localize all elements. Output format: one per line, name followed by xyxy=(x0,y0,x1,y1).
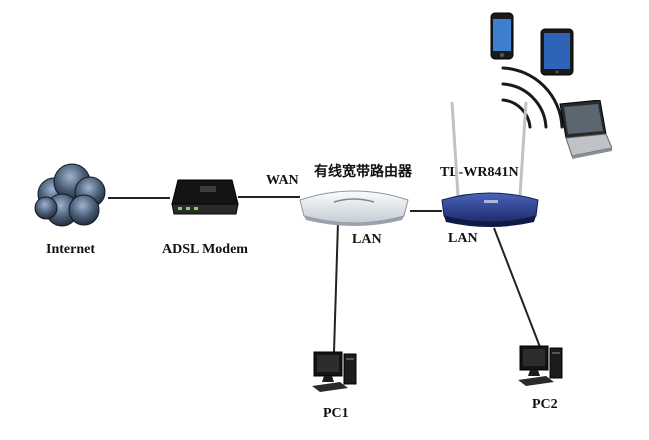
modem-icon xyxy=(171,179,239,215)
tablet xyxy=(540,28,574,76)
router-icon xyxy=(299,190,409,226)
wireless-router-icon xyxy=(441,101,539,227)
wireless-router-label: TL-WR841N xyxy=(440,165,519,180)
wifi-signal-icon xyxy=(501,66,564,129)
desktop-pc-icon xyxy=(518,345,563,386)
smartphone xyxy=(490,12,514,60)
desktop-pc-icon xyxy=(312,351,357,392)
pc2-label: PC2 xyxy=(532,397,558,412)
wan-port-label: WAN xyxy=(266,173,299,188)
laptop-icon xyxy=(559,100,612,159)
modem-label: ADSL Modem xyxy=(162,242,248,257)
laptop xyxy=(556,100,612,160)
pc1-computer xyxy=(312,350,360,394)
pc1-label: PC1 xyxy=(323,406,349,421)
cable-router-pc1 xyxy=(333,221,339,353)
internet-cloud xyxy=(32,160,110,232)
smartphone-icon xyxy=(490,12,514,60)
wireless-router xyxy=(440,100,540,232)
wired-router xyxy=(294,186,414,228)
pc2-computer xyxy=(518,344,566,388)
cloud-icon xyxy=(34,163,106,227)
wired-router-lan-label: LAN xyxy=(352,232,382,247)
cable-wireless-pc2 xyxy=(493,227,541,348)
adsl-modem xyxy=(168,178,240,218)
internet-label: Internet xyxy=(46,242,95,257)
wireless-router-lan-label: LAN xyxy=(448,231,478,246)
wired-router-label: 有线宽带路由器 xyxy=(314,164,412,180)
tablet-icon xyxy=(540,28,574,76)
